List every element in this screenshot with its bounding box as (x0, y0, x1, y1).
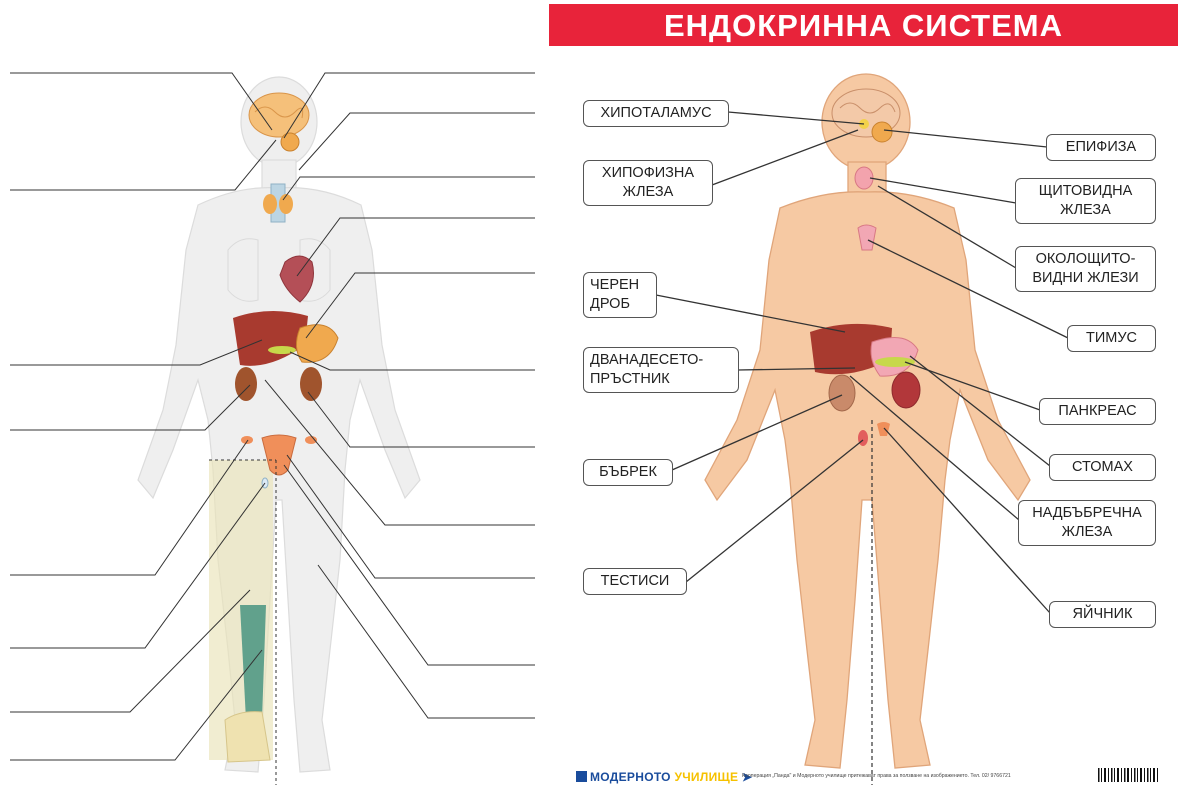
label-duodenum-line1: ДВАНАДЕСЕТО- (590, 351, 732, 370)
label-pineal: ЕПИФИЗА (1046, 134, 1156, 161)
pancreas-right (875, 357, 915, 367)
label-pineal-text: ЕПИФИЗА (1066, 139, 1136, 155)
label-pituitary-line2: ЖЛЕЗА (590, 183, 706, 202)
copyright-note: Кооперация „Панда" и Модерното училище п… (742, 773, 1011, 779)
label-pancreas-text: ПАНКРЕАС (1058, 403, 1136, 419)
title-banner: ЕНДОКРИННА СИСТЕМА (549, 4, 1178, 46)
worksheet-figure (10, 73, 535, 785)
label-testes: ТЕСТИСИ (583, 568, 687, 595)
label-pituitary-line1: ХИПОФИЗНА (590, 164, 706, 183)
label-thyroid-line2: ЖЛЕЗА (1022, 201, 1149, 220)
label-thymus: ТИМУС (1067, 325, 1156, 352)
spleen-right (892, 372, 920, 408)
label-hypothalamus: ХИПОТАЛАМУС (583, 100, 729, 127)
label-hypothalamus-text: ХИПОТАЛАМУС (600, 105, 711, 121)
label-stomach-text: СТОМАХ (1072, 459, 1133, 475)
label-stomach: СТОМАХ (1049, 454, 1156, 481)
label-pituitary: ХИПОФИЗНА ЖЛЕЗА (583, 160, 713, 206)
label-parathyroid-line2: ВИДНИ ЖЛЕЗИ (1022, 269, 1149, 288)
label-testes-text: ТЕСТИСИ (601, 573, 670, 589)
ovary-left-a (241, 436, 253, 444)
label-liver: ЧЕРЕН ДРОБ (583, 272, 657, 318)
thyroid-left-lobe (263, 194, 277, 214)
label-ovary: ЯЙЧНИК (1049, 601, 1156, 628)
label-liver-line2: ДРОБ (590, 295, 650, 314)
label-duodenum-line2: ПРЪСТНИК (590, 370, 732, 389)
kidney-left-a (235, 367, 257, 401)
label-ovary-text: ЯЙЧНИК (1073, 606, 1133, 622)
labelled-figure (656, 74, 1068, 785)
label-liver-line1: ЧЕРЕН (590, 276, 650, 295)
label-kidney: БЪБРЕК (583, 459, 673, 486)
label-kidney-text: БЪБРЕК (599, 464, 657, 480)
label-adrenal-line1: НАДБЪБРЕЧНА (1025, 504, 1149, 523)
publisher-logo: МОДЕРНОТО УЧИЛИЩЕ ➤ (576, 770, 752, 784)
label-pancreas: ПАНКРЕАС (1039, 398, 1156, 425)
logo-text-part2: УЧИЛИЩЕ (674, 770, 738, 784)
logo-block-icon (576, 771, 587, 782)
foot-bones (225, 712, 270, 762)
kidney-right (829, 375, 855, 411)
logo-text-part1: МОДЕРНОТО (590, 770, 671, 784)
label-duodenum: ДВАНАДЕСЕТО- ПРЪСТНИК (583, 347, 739, 393)
label-parathyroid-line1: ОКОЛОЩИТО- (1022, 250, 1149, 269)
label-thyroid: ЩИТОВИДНА ЖЛЕЗА (1015, 178, 1156, 224)
grey-body-silhouette (138, 77, 420, 772)
label-parathyroid: ОКОЛОЩИТО- ВИДНИ ЖЛЕЗИ (1015, 246, 1156, 292)
poster-title: ЕНДОКРИННА СИСТЕМА (549, 4, 1178, 46)
label-thyroid-line1: ЩИТОВИДНА (1022, 182, 1149, 201)
barcode (1098, 768, 1158, 782)
pineal-gland (872, 122, 892, 142)
thyroid-right-lobe (279, 194, 293, 214)
cerebellum (281, 133, 299, 151)
label-adrenal: НАДБЪБРЕЧНА ЖЛЕЗА (1018, 500, 1156, 546)
label-adrenal-line2: ЖЛЕЗА (1025, 523, 1149, 542)
label-thymus-text: ТИМУС (1086, 330, 1137, 346)
